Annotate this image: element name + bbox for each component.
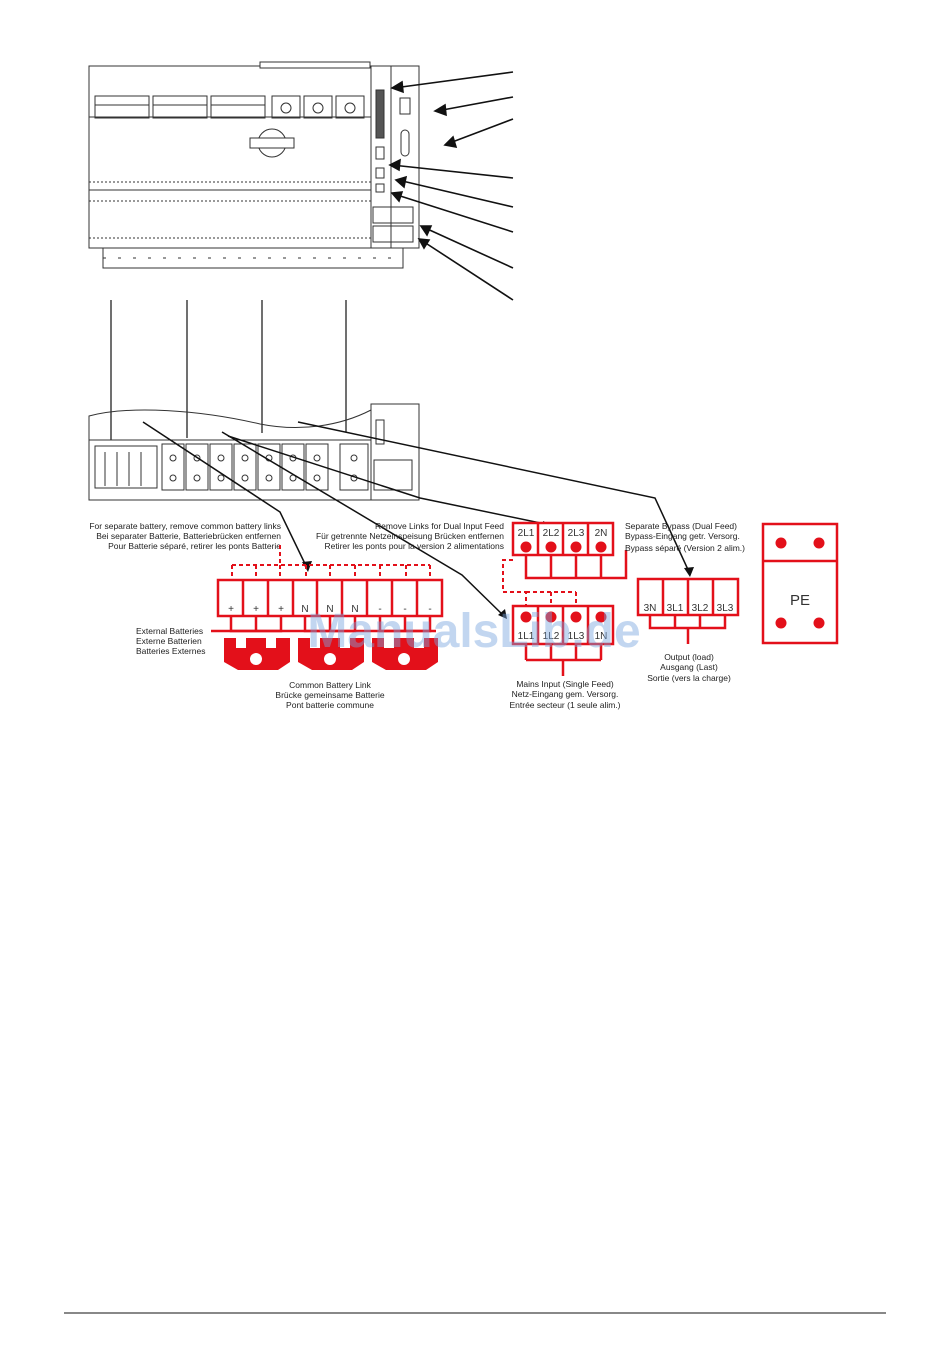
output-label-line2: Ausgang (Last) <box>660 662 718 672</box>
common-battery-link-line3: Pont batterie commune <box>286 700 374 710</box>
bypass-terminal-2L1: 2L1 <box>518 528 535 539</box>
mains-terminal-1N: 1N <box>595 631 608 642</box>
mains-terminal-1L2: 1L2 <box>543 631 560 642</box>
battery-note-line3: Pour Batterie séparé, retirer les ponts … <box>108 541 281 551</box>
battery-terminal-6: N <box>351 604 358 615</box>
output-label-line3: Sortie (vers la charge) <box>647 673 731 683</box>
pe-label: PE <box>790 592 810 609</box>
dual-feed-note-line1: Remove Links for Dual Input Feed <box>375 521 504 531</box>
output-label-line1: Output (load) <box>664 652 714 662</box>
bypass-label: Separate Bypass (Dual Feed) Bypass-Einga… <box>625 521 745 553</box>
battery-terminal-3: + <box>278 604 284 615</box>
output-label: Output (load) Ausgang (Last) Sortie (ver… <box>647 652 731 683</box>
common-battery-link-line2: Brücke gemeinsame Batterie <box>275 690 384 700</box>
bypass-terminal-2L3: 2L3 <box>568 528 585 539</box>
bypass-terminal-block: 2L1 2L2 2L3 2N <box>502 521 628 606</box>
battery-terminal-7: - <box>378 604 381 615</box>
battery-note: For separate battery, remove common batt… <box>89 521 281 551</box>
bypass-terminal-2L2: 2L2 <box>543 528 560 539</box>
external-batteries-line2: Externe Batterien <box>136 636 202 646</box>
mains-terminal-block: 1L1 1L2 1L3 1N <box>511 604 615 676</box>
common-battery-link-line1: Common Battery Link <box>289 680 371 690</box>
watermark: ManualsLib.de <box>307 605 640 658</box>
output-terminal-3L3: 3L3 <box>717 603 734 614</box>
vertical-leader-lines <box>110 300 347 440</box>
pe-terminal-block: PE <box>761 522 839 645</box>
common-battery-link-label: Common Battery Link Brücke gemeinsame Ba… <box>275 680 384 710</box>
battery-terminal-9: - <box>428 604 431 615</box>
ups-front-view <box>88 61 420 269</box>
battery-terminal-4: N <box>301 604 308 615</box>
connector-arrows <box>142 421 691 618</box>
top-pointer-arrows <box>388 71 514 301</box>
battery-terminal-2: + <box>253 604 259 615</box>
mains-label-line1: Mains Input (Single Feed) <box>516 679 613 689</box>
bypass-label-line3: Bypass séparé (Version 2 alim.) <box>625 543 745 553</box>
output-terminal-3N: 3N <box>644 603 657 614</box>
mains-label: Mains Input (Single Feed) Netz-Eingang g… <box>509 679 620 710</box>
mains-terminal-1L3: 1L3 <box>568 631 585 642</box>
dual-feed-note-line2: Für getrennte Netzeinspeisung Brücken en… <box>316 531 504 541</box>
external-batteries-line3: Batteries Externes <box>136 646 205 656</box>
ups-terminal-cutaway <box>88 403 420 501</box>
battery-terminal-block: + + + N N N - - - <box>211 545 444 670</box>
mains-label-line2: Netz-Eingang gem. Versorg. <box>512 689 619 699</box>
dual-feed-note: Remove Links for Dual Input Feed Für get… <box>316 521 504 551</box>
mains-terminal-1L1: 1L1 <box>518 631 535 642</box>
external-batteries-label: External Batteries Externe Batterien Bat… <box>136 626 205 656</box>
battery-terminal-1: + <box>228 604 234 615</box>
bypass-label-line1: Separate Bypass (Dual Feed) <box>625 521 737 531</box>
battery-terminal-5: N <box>326 604 333 615</box>
battery-terminal-8: - <box>403 604 406 615</box>
mains-label-line3: Entrée secteur (1 seule alim.) <box>509 700 620 710</box>
output-terminal-3L1: 3L1 <box>667 603 684 614</box>
dual-feed-note-line3: Retirer les ponts pour la version 2 alim… <box>324 541 504 551</box>
external-batteries-line1: External Batteries <box>136 626 203 636</box>
battery-note-line1: For separate battery, remove common batt… <box>89 521 281 531</box>
bypass-terminal-2N: 2N <box>595 528 608 539</box>
output-terminal-block: 3N 3L1 3L2 3L3 <box>636 577 740 644</box>
bypass-label-line2: Bypass-Eingang getr. Versorg. <box>625 531 740 541</box>
output-terminal-3L2: 3L2 <box>692 603 709 614</box>
battery-note-line2: Bei separater Batterie, Batteriebrücken … <box>96 531 281 541</box>
